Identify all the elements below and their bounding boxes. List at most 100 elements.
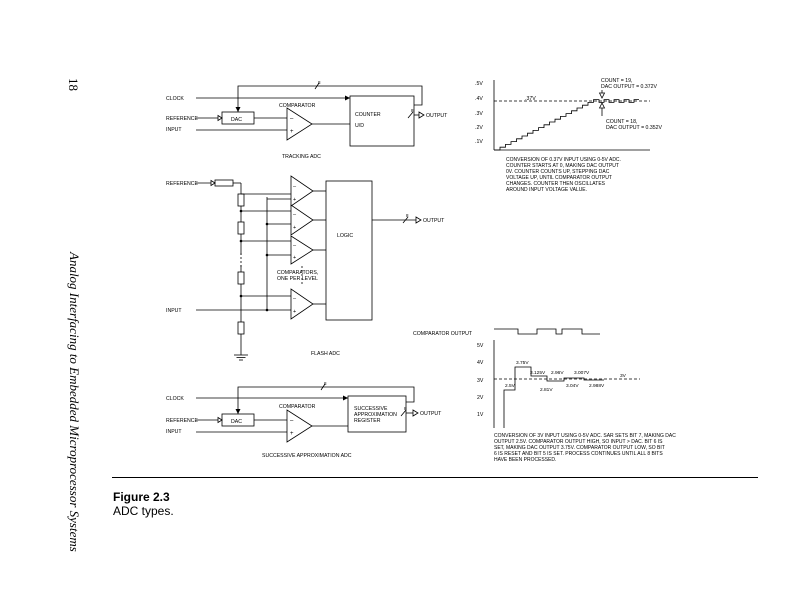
- bus-width: 8: [411, 108, 414, 113]
- note-line: HAVE BEEN PROCESSED.: [494, 457, 556, 463]
- flash-top-resistor: [214, 179, 234, 187]
- note-line: CONVERSION OF 3V INPUT USING 0-5V ADC. S…: [494, 433, 676, 439]
- sar-input-label: INPUT: [166, 429, 182, 435]
- input-level-label: .37V: [525, 96, 536, 102]
- bus-slash: [314, 82, 320, 90]
- junction: [239, 239, 243, 243]
- sar-level-label: 2.988V: [589, 383, 605, 389]
- junction: [265, 222, 269, 226]
- note-line: COUNTER STARTS AT 0, MAKING DAC OUTPUT: [506, 163, 619, 169]
- sar-level-label: 3.04V: [566, 383, 579, 389]
- bus-width: 8: [406, 213, 409, 218]
- sar-reference-label: REFERENCE: [166, 418, 199, 424]
- tracking-adc: CLOCK REFERENCE INPUT DAC – + COMPARATOR…: [166, 80, 448, 160]
- y-tick: .3V: [475, 111, 483, 117]
- arrow-head: [345, 95, 350, 101]
- dac18-label: DAC OUTPUT = 0.352V: [606, 125, 663, 131]
- plus-sign: +: [293, 255, 296, 261]
- note-line: SET, MAKING DAC OUTPUT 3.75V. COMPARATOR…: [494, 445, 665, 451]
- tracking-reference-label: REFERENCE: [166, 116, 199, 122]
- arrow-head: [415, 216, 422, 224]
- sar-plot-note: CONVERSION OF 3V INPUT USING 0-5V ADC. S…: [494, 433, 676, 463]
- y-tick: 3V: [477, 378, 484, 384]
- note-line: AROUND INPUT VOLTAGE VALUE.: [506, 187, 587, 193]
- ladder-resistor: [237, 221, 245, 235]
- note-line: VOLTAGE UP, UNTIL COMPARATOR OUTPUT: [506, 175, 612, 181]
- arrow-head: [418, 111, 425, 119]
- sar-register-box: [347, 395, 407, 433]
- y-tick: 5V: [477, 343, 484, 349]
- flash-output-label: OUTPUT: [423, 218, 445, 224]
- comparators-label: COMPARATORS,: [277, 270, 318, 276]
- arrow-head: [235, 107, 241, 112]
- arrow-head: [235, 409, 241, 414]
- tracking-plot: .5V .4V .3V .2V .1V .37V COUNT = 19, DAC…: [475, 78, 663, 193]
- flash-comparator: [290, 288, 314, 320]
- bus-slash: [402, 216, 409, 224]
- minus-sign: –: [293, 243, 297, 249]
- arrow-head: [217, 114, 223, 122]
- flash-reference-label: REFERENCE: [166, 181, 199, 187]
- junction: [239, 209, 243, 213]
- bus-width: 8: [324, 381, 327, 386]
- sar-adc-title: SUCCESSIVE APPROXIMATION ADC: [262, 453, 352, 459]
- bus-width: 8: [404, 406, 407, 411]
- tracking-comparator-label: COMPARATOR: [279, 103, 316, 109]
- flash-input-label: INPUT: [166, 308, 182, 314]
- ladder-resistor: [237, 271, 245, 285]
- flash-comparator: [290, 204, 314, 236]
- note-line: CONVERSION OF 0.37V INPUT USING 0-5V ADC…: [506, 157, 621, 163]
- sar-register-label: APPROXIMATION: [354, 412, 397, 418]
- plus-sign: +: [293, 225, 296, 231]
- y-tick: .5V: [475, 81, 483, 87]
- minus-sign: –: [293, 184, 297, 190]
- sar-register-label: SUCCESSIVE: [354, 406, 388, 412]
- sar-level-label: 3.75V: [516, 360, 529, 366]
- y-tick: 2V: [477, 395, 484, 401]
- logic-label: LOGIC: [337, 233, 353, 239]
- tracking-output-label: OUTPUT: [426, 113, 448, 119]
- dac-staircase: [494, 99, 639, 151]
- plus-sign: +: [290, 129, 294, 135]
- ladder-resistor: [237, 321, 245, 335]
- plus-sign: +: [293, 197, 296, 203]
- minus-sign: –: [293, 296, 297, 302]
- sar-output-label: OUTPUT: [420, 411, 442, 417]
- dac19-label: DAC OUTPUT = 0.372V: [601, 84, 658, 90]
- ladder-resistor: [237, 193, 245, 207]
- flash-adc-title: FLASH ADC: [311, 351, 340, 357]
- arrow-head: [598, 92, 606, 99]
- plus-sign: +: [290, 431, 294, 437]
- sar-dac-label: DAC: [231, 419, 242, 425]
- tracking-comparator: [286, 107, 313, 141]
- bus-width: 8: [318, 80, 321, 85]
- figure-caption: ADC types.: [113, 504, 174, 518]
- tracking-ud-label: U/D: [355, 123, 364, 129]
- figure-rule: [112, 477, 758, 478]
- note-line: 0V. COUNTER COUNTS UP, STEPPING DAC: [506, 169, 610, 175]
- bus-slash: [400, 409, 407, 417]
- figure-label: Figure 2.3: [113, 490, 170, 504]
- y-tick: .1V: [475, 139, 483, 145]
- note-line: CHANGES. COUNTER THEN OSCILLATES: [506, 181, 606, 187]
- junction: [265, 308, 269, 312]
- tracking-plot-note: CONVERSION OF 0.37V INPUT USING 0-5V ADC…: [506, 157, 621, 193]
- y-tick: 1V: [477, 412, 484, 418]
- sar-plot: COMPARATOR OUTPUT 5V 4V 3V 2V 1V 3.75V 3…: [413, 328, 676, 463]
- sar-level-label: 3.125V: [530, 370, 546, 376]
- plus-sign: +: [293, 309, 296, 315]
- sar-clock-label: CLOCK: [166, 396, 184, 402]
- bus-slash: [320, 383, 326, 391]
- tracking-input-label: INPUT: [166, 127, 182, 133]
- y-tick: .4V: [475, 96, 483, 102]
- sar-comparator: [286, 409, 313, 443]
- minus-sign: –: [290, 418, 294, 424]
- sar-comparator-label: COMPARATOR: [279, 404, 316, 410]
- minus-sign: –: [293, 212, 297, 218]
- comparator-output-label: COMPARATOR OUTPUT: [413, 331, 473, 337]
- arrow-head: [343, 395, 348, 401]
- sar-level-label: 2.96V: [551, 370, 564, 376]
- tracking-counter-label: COUNTER: [355, 112, 381, 118]
- arrow-head: [412, 409, 419, 417]
